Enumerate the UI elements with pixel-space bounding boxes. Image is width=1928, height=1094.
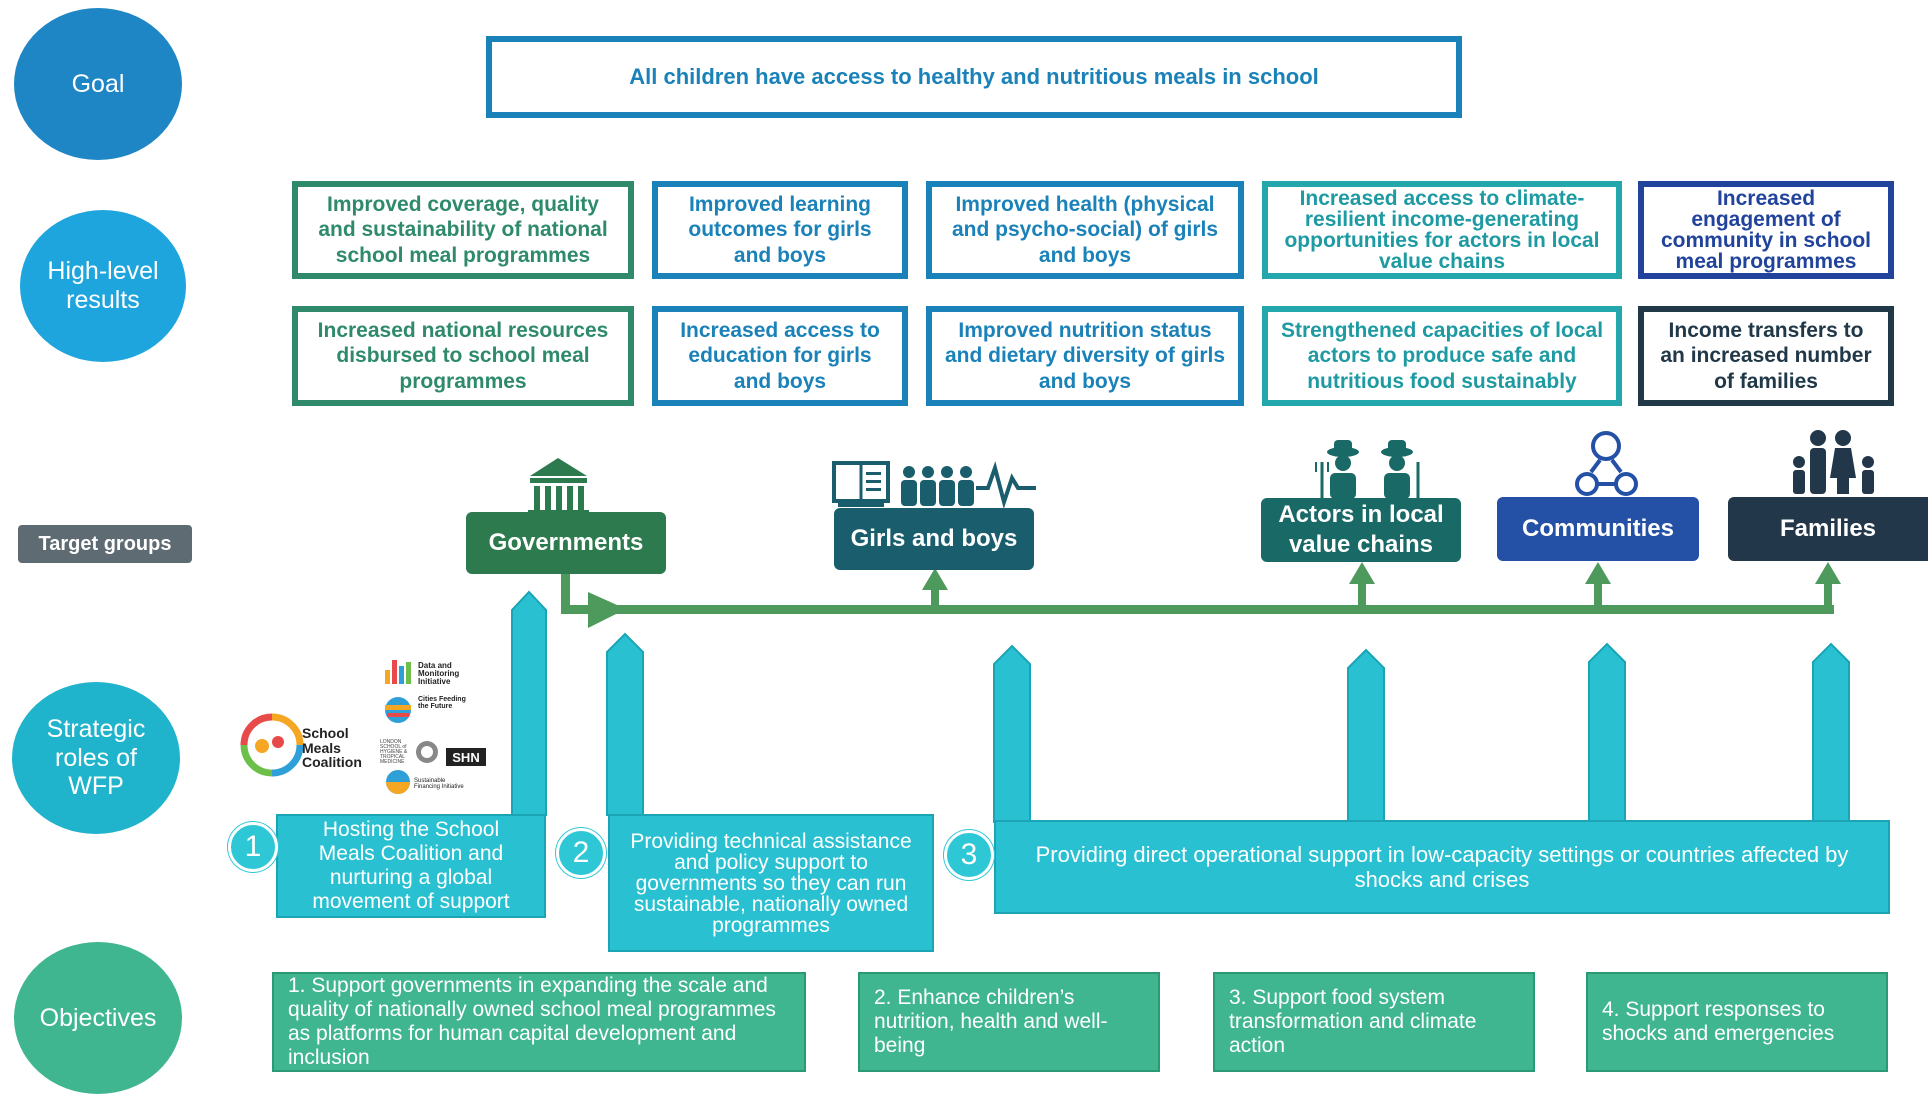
- flow-arrow: [561, 562, 1841, 628]
- result-climate-resilient-income: Increased access to climate-resilient in…: [1262, 181, 1622, 279]
- cities-logo-text: Cities Feeding the Future: [418, 696, 466, 710]
- role-2-box: Providing technical assistance and polic…: [608, 814, 934, 952]
- target-governments: Governments: [466, 512, 666, 574]
- school-meals-coalition-logo: [240, 713, 304, 777]
- result-education-access: Increased access to education for girls …: [652, 306, 908, 406]
- family-icon: [1793, 430, 1874, 494]
- shn-logo-text: SHN: [446, 748, 486, 766]
- community-network-icon: [1575, 431, 1638, 496]
- result-nutrition-status: Improved nutrition status and dietary di…: [926, 306, 1244, 406]
- target-groups-label: Target groups: [18, 525, 192, 563]
- sustainable-financing-logo: [386, 770, 410, 794]
- result-learning: Improved learning outcomes for girls and…: [652, 181, 908, 279]
- role-3-box: Providing direct operational support in …: [994, 820, 1890, 914]
- lshtm-crest-logo: [416, 741, 438, 763]
- result-community-engagement: Increased engagement of community in sch…: [1638, 181, 1894, 279]
- data-monitoring-logo: [385, 660, 411, 684]
- strategic-roles-circle: Strategic roles of WFP: [12, 682, 180, 834]
- objective-1: 1. Support governments in expanding the …: [272, 972, 806, 1072]
- dmi-logo-text: Data and Monitoring Initiative: [418, 661, 460, 686]
- role-1-box: Hosting the School Meals Coalition and n…: [276, 814, 546, 918]
- target-families: Families: [1728, 497, 1928, 561]
- target-actors-local-value-chains: Actors in local value chains: [1261, 498, 1461, 562]
- lshtm-logo-text: LONDON SCHOOL of HYGIENE & TROPICAL MEDI…: [380, 739, 408, 765]
- result-local-capacities: Strengthened capacities of local actors …: [1262, 306, 1622, 406]
- sfi-logo-text: Sustainable Financing Initiative: [414, 778, 464, 790]
- role-2-number: 2: [556, 828, 606, 878]
- role-1-number: 1: [228, 822, 278, 872]
- farmers-icon: [1315, 440, 1420, 500]
- result-national-programmes: Improved coverage, quality and sustainab…: [292, 181, 634, 279]
- smc-logo-line3: Coalition: [302, 754, 362, 771]
- objective-2: 2. Enhance children’s nutrition, health …: [858, 972, 1160, 1072]
- role-3-number: 3: [944, 830, 994, 880]
- government-building-icon: [528, 458, 589, 516]
- objective-4: 4. Support responses to shocks and emerg…: [1586, 972, 1888, 1072]
- smc-logo-line1: School: [302, 725, 349, 741]
- target-communities: Communities: [1497, 497, 1699, 561]
- role-pillars: [511, 590, 1850, 823]
- result-income-transfers: Income transfers to an increased number …: [1638, 306, 1894, 406]
- smc-logo-text: School Meals Coalition: [302, 726, 372, 770]
- objectives-circle: Objectives: [14, 942, 182, 1094]
- goal-box: All children have access to healthy and …: [486, 36, 1462, 118]
- result-national-resources: Increased national resources disbursed t…: [292, 306, 634, 406]
- goal-circle: Goal: [14, 8, 182, 160]
- objective-3: 3. Support food system transformation an…: [1213, 972, 1535, 1072]
- result-health: Improved health (physical and psycho-soc…: [926, 181, 1244, 279]
- high-level-results-circle: High-level results: [20, 210, 186, 362]
- target-girls-and-boys: Girls and boys: [834, 508, 1034, 570]
- smc-logo-line2: Meals: [302, 739, 341, 756]
- cities-globe-logo: [385, 697, 411, 723]
- book-children-heartbeat-icon: [832, 461, 1036, 509]
